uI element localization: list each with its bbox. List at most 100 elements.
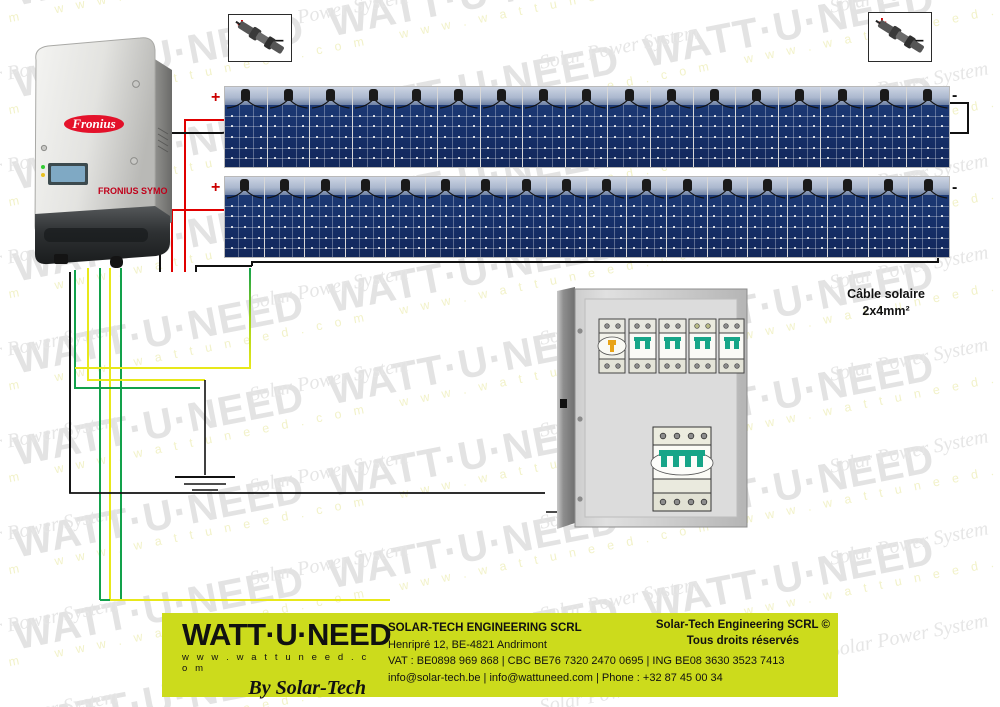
pv-panel-string2[interactable] [225, 177, 266, 257]
cabinet-device-breaker-2[interactable] [658, 318, 687, 374]
pv-panel-string2[interactable] [305, 177, 346, 257]
panel-cell-dot [498, 215, 501, 218]
pv-panel-string2[interactable] [868, 177, 909, 257]
panel-cell-dot [387, 125, 390, 128]
pv-panel-string1[interactable] [225, 87, 268, 167]
panel-cell-dot [926, 114, 929, 117]
panel-junction-box [241, 89, 251, 101]
cabinet-device-breaker-3[interactable] [688, 318, 717, 374]
panel-cell-dot [273, 136, 276, 138]
pv-panel-string2[interactable] [466, 177, 507, 257]
panel-cell-dot [287, 136, 290, 138]
panel-cell-dot [860, 226, 863, 228]
panel-cell-dot [927, 204, 930, 207]
panel-cell-dot [742, 146, 745, 149]
earth-bus-yellow [87, 268, 205, 381]
pv-panel-string2[interactable] [586, 177, 628, 257]
panel-cell-dot [311, 236, 314, 239]
pv-panel-string1[interactable] [906, 87, 950, 167]
panel-cell-dot [855, 114, 858, 117]
pv-panel-string1[interactable] [736, 87, 779, 167]
mc4-connector-pair-left[interactable]: + – [228, 14, 292, 62]
panel-cell-dot [257, 236, 260, 239]
panel-cell-dot [472, 125, 475, 128]
panel-cell-dot [780, 215, 783, 218]
panel-cell-gridline [253, 105, 255, 167]
panel-cell-dot [378, 247, 381, 250]
pv-panel-string1[interactable] [310, 87, 353, 167]
cabinet-device-fuse-disconnect[interactable] [597, 318, 627, 374]
pv-panel-string2[interactable] [426, 177, 467, 257]
panel-cell-gridline [801, 195, 803, 257]
pv-panel-string1[interactable] [778, 87, 822, 167]
pv-panel-string2[interactable] [546, 177, 587, 257]
pv-panel-string2[interactable] [627, 177, 668, 257]
pv-panel-string1[interactable] [267, 87, 311, 167]
pv-panel-string2[interactable] [747, 177, 789, 257]
cabinet-device-main-breaker-4p[interactable] [650, 426, 714, 512]
panel-cell-dot [515, 114, 518, 117]
pv-panel-string1[interactable] [565, 87, 609, 167]
panel-cell-dot [912, 114, 915, 117]
panel-cell-gridline [920, 105, 922, 167]
fronius-symo-inverter[interactable]: Fronius FRONIUS SYMO [22, 36, 190, 268]
panel-cell-dot [941, 247, 944, 250]
earth-array-riser [75, 268, 251, 369]
pv-panel-string1[interactable] [523, 87, 566, 167]
string2-negative-marker: - [952, 179, 958, 196]
pv-string-1[interactable] [224, 86, 950, 168]
panel-cell-dot [827, 136, 830, 138]
screw-left [40, 144, 48, 152]
cabinet-device-breaker-4[interactable] [718, 318, 745, 374]
pv-panel-string2[interactable] [506, 177, 547, 257]
fronius-logo: Fronius [64, 115, 124, 133]
pv-panel-string1[interactable] [437, 87, 481, 167]
panel-cell-dot [685, 157, 688, 160]
panel-cell-dot [898, 136, 901, 138]
panel-cell-dot [458, 226, 461, 228]
panel-cell-dot [740, 215, 743, 218]
panel-cell-dot [387, 136, 390, 138]
panel-cell-dot [726, 204, 729, 207]
pv-panel-string1[interactable] [821, 87, 864, 167]
pv-panel-string2[interactable] [667, 177, 708, 257]
pv-panel-string1[interactable] [693, 87, 737, 167]
panel-cell-dot [901, 236, 904, 239]
panel-cell-dot [834, 226, 836, 228]
panel-cell-dot [807, 226, 810, 228]
mc4-connector-pair-right[interactable]: + – [868, 12, 932, 62]
panel-cell-dot [642, 146, 645, 149]
pv-panel-string1[interactable] [480, 87, 524, 167]
pv-panel-string1[interactable] [395, 87, 438, 167]
panel-cell-gridline [551, 105, 553, 167]
panel-cell-gridline [399, 195, 401, 257]
panel-cell-gridline [493, 195, 495, 257]
pv-panel-string2[interactable] [385, 177, 427, 257]
panel-cell-dot [628, 114, 631, 117]
pv-panel-string1[interactable] [650, 87, 694, 167]
panel-cell-gridline [324, 105, 326, 167]
panel-cell-dot [914, 236, 917, 239]
pv-string-2[interactable] [224, 176, 950, 258]
pv-panel-string2[interactable] [908, 177, 949, 257]
distribution-cabinet[interactable] [555, 287, 751, 532]
cable-label: Câble solaire 2x4mm² [806, 286, 966, 320]
cabinet-device-breaker-1[interactable] [628, 318, 657, 374]
panel-cell-dot [378, 204, 381, 207]
panel-cell-dot [901, 226, 904, 228]
pv-panel-string1[interactable] [352, 87, 396, 167]
pv-panel-string2[interactable] [828, 177, 869, 257]
panel-cell-dot [740, 247, 743, 250]
pv-panel-string2[interactable] [788, 177, 829, 257]
cabinet-lock-icon[interactable] [560, 399, 567, 408]
footer-vat: VAT : BE0898 969 868 | CBC BE76 7320 247… [388, 655, 785, 668]
pv-panel-string2[interactable] [707, 177, 748, 257]
panel-cell-dot [628, 157, 631, 160]
pv-panel-string2[interactable] [265, 177, 306, 257]
panel-cell-dot [628, 146, 631, 149]
pv-panel-string1[interactable] [863, 87, 907, 167]
pv-panel-string1[interactable] [608, 87, 651, 167]
pv-panel-string2[interactable] [345, 177, 386, 257]
panel-cell-dot [273, 125, 276, 128]
